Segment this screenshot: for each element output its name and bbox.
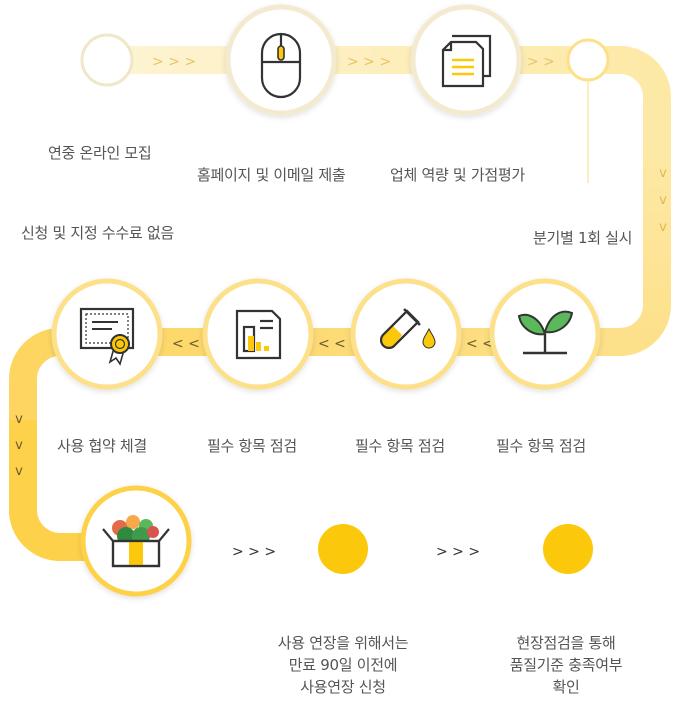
start-node xyxy=(80,33,134,87)
junction-node xyxy=(566,38,610,82)
arrow-right-4: > > > xyxy=(232,544,276,560)
step-label-check-3: 필수 항목 점검 xyxy=(355,437,445,455)
arrow-right-1: > > > xyxy=(152,54,196,70)
step-circle-check-3 xyxy=(350,278,462,390)
step-label-check-1: 필수 항목 점검 xyxy=(496,437,586,455)
step-label-agreement: 사용 협약 체결 xyxy=(57,437,147,455)
step-circle-check-2 xyxy=(202,278,314,390)
step-label-check-2: 필수 항목 점검 xyxy=(207,437,297,455)
mouse-icon xyxy=(260,32,302,99)
documents-icon xyxy=(441,34,492,88)
step-circle-submit xyxy=(225,4,337,116)
arrow-down-6: v xyxy=(15,464,23,479)
step-circle-agreement xyxy=(51,278,163,390)
arrow-left-3: < < xyxy=(172,336,200,352)
step-label-quarterly: 분기별 1회 실시 xyxy=(533,229,633,247)
arrow-left-1: < < xyxy=(466,336,494,352)
step-label-evaluate: 업체 역량 및 가점평가 xyxy=(390,166,525,184)
step-label-no-fee: 신청 및 지정 수수료 없음 xyxy=(21,224,174,242)
arrow-right-5: > > > xyxy=(436,544,480,560)
arrow-down-2: v xyxy=(659,193,667,208)
inspection-node xyxy=(543,524,593,574)
step-circle-evaluate xyxy=(410,4,522,116)
report-chart-icon xyxy=(235,309,282,360)
step-label-inspection: 현장점검을 통해 품질기준 충족여부 확인 xyxy=(509,634,623,696)
arrow-down-3: v xyxy=(659,220,667,235)
renewal-node xyxy=(318,524,368,574)
arrow-down-1: v xyxy=(659,166,667,181)
arrow-right-3: > > xyxy=(527,54,555,70)
step-circle-quarterly xyxy=(489,278,601,390)
step-label-renewal: 사용 연장을 위해서는 만료 90일 이전에 사용연장 신청 xyxy=(277,634,409,696)
produce-box-icon xyxy=(102,515,170,568)
certificate-icon xyxy=(79,307,135,366)
test-tube-icon xyxy=(380,308,436,349)
arrow-left-2: < < xyxy=(318,336,346,352)
flow-arrows: > > > > > > > > v v v < < < < < < v v v … xyxy=(15,54,667,560)
step-circle-start-use xyxy=(80,485,192,597)
arrow-right-2: > > > xyxy=(347,54,391,70)
step-label-recruit: 연중 온라인 모집 xyxy=(48,144,152,162)
plant-icon xyxy=(517,310,574,355)
step-label-submit: 홈페이지 및 이메일 제출 xyxy=(197,166,346,184)
arrow-down-5: v xyxy=(15,438,23,453)
arrow-down-4: v xyxy=(15,412,23,427)
